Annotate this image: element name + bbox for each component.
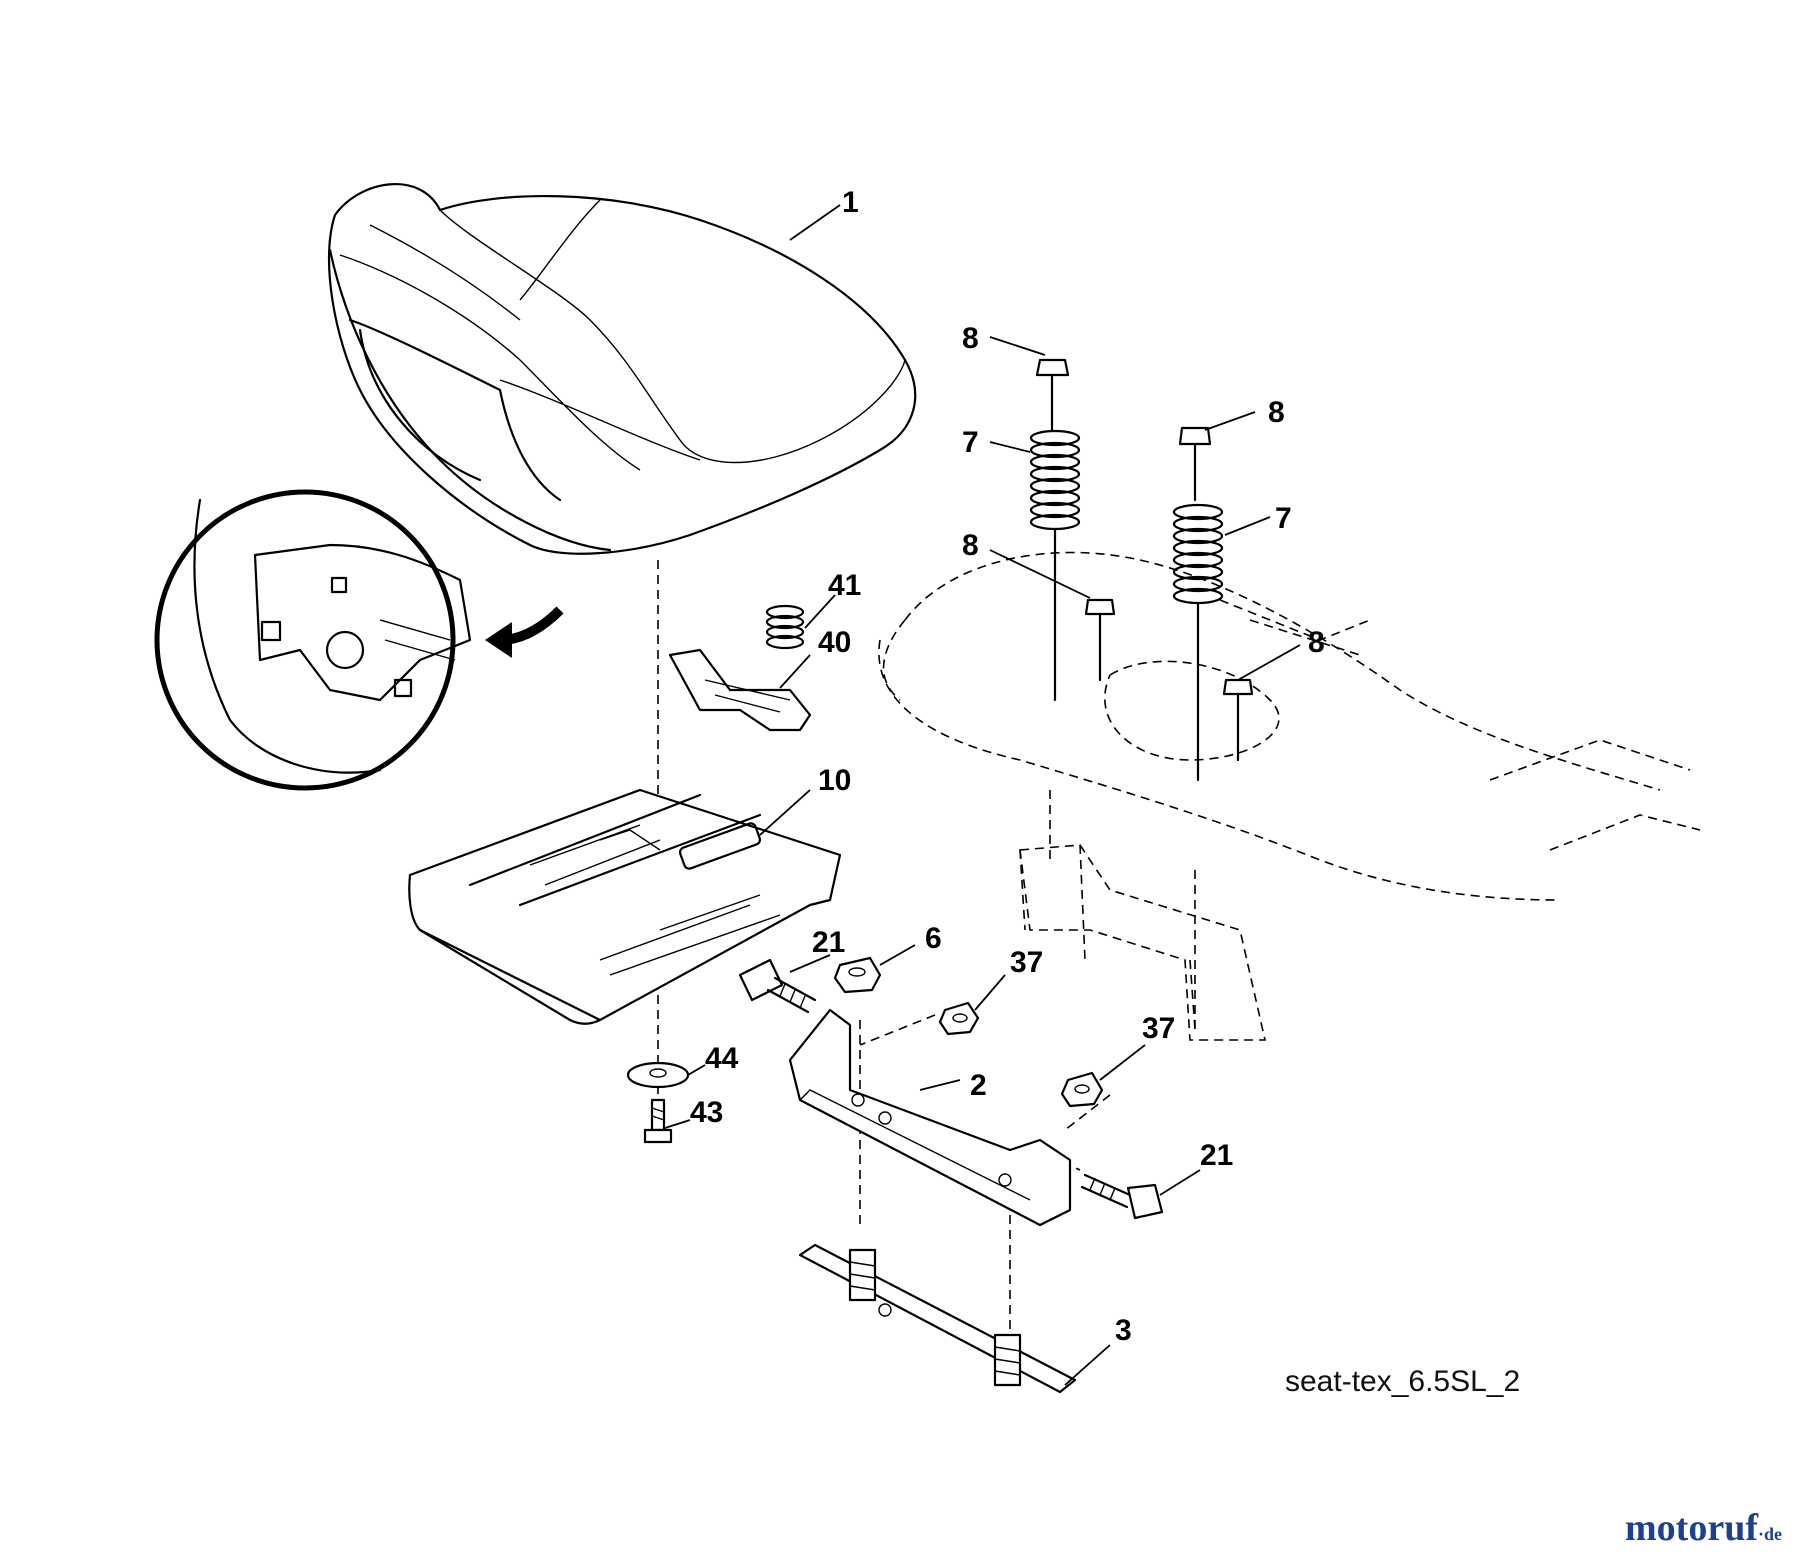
part-labels: 1 8 7 8 7 8 8 41 40 10 21 6 37 37 44 43 … (690, 186, 1325, 1347)
leader-lines (664, 204, 1301, 1386)
stud-left (848, 1248, 877, 1302)
label-8-top-left: 8 (962, 322, 979, 355)
label-6: 6 (925, 922, 942, 955)
label-3: 3 (1115, 1314, 1132, 1347)
adjustment-slots (599, 894, 781, 976)
watermark-logo: motoruf·de (1625, 1506, 1782, 1550)
label-7-left: 7 (962, 426, 979, 459)
label-1: 1 (842, 186, 859, 219)
label-10: 10 (818, 764, 851, 797)
watermark-main: motoruf (1625, 1507, 1758, 1549)
bolt-part (643, 1098, 673, 1144)
seat-part (327, 183, 917, 555)
label-8-lower-right: 8 (1308, 626, 1325, 659)
label-21-right: 21 (1200, 1139, 1233, 1172)
label-37-upper: 37 (1010, 946, 1043, 979)
washer-part (626, 1061, 690, 1089)
mower-body-outline (878, 551, 1701, 1041)
label-8-top-right: 8 (1268, 396, 1285, 429)
seat-pan-part (408, 788, 842, 1025)
nut-37-lower (1060, 1071, 1104, 1108)
spring-part (765, 604, 805, 650)
label-21-left: 21 (812, 926, 845, 959)
nut-37-upper (938, 1001, 980, 1036)
nut-6 (833, 956, 882, 994)
latch-part (668, 648, 812, 732)
bolt-21-left (738, 958, 817, 1014)
detail-callout (154, 489, 564, 791)
label-41: 41 (828, 569, 861, 602)
watermark-tld: de (1764, 1524, 1782, 1544)
label-7-right: 7 (1275, 502, 1292, 535)
label-8-middle: 8 (962, 529, 979, 562)
label-37-lower: 37 (1142, 1012, 1175, 1045)
spring-bolt-right (1172, 426, 1254, 782)
label-2: 2 (970, 1069, 987, 1102)
bolt-21-right (1080, 1173, 1164, 1220)
watermark-dot: · (1757, 1524, 1764, 1544)
plate-part (798, 1243, 1077, 1394)
label-40: 40 (818, 626, 851, 659)
label-44: 44 (705, 1042, 739, 1075)
spring-bolt-left (1029, 358, 1116, 702)
drawing-id: seat-tex_6.5SL_2 (1285, 1365, 1521, 1398)
label-43: 43 (690, 1096, 723, 1129)
stud-right (993, 1333, 1022, 1387)
bracket-part (788, 1008, 1072, 1227)
